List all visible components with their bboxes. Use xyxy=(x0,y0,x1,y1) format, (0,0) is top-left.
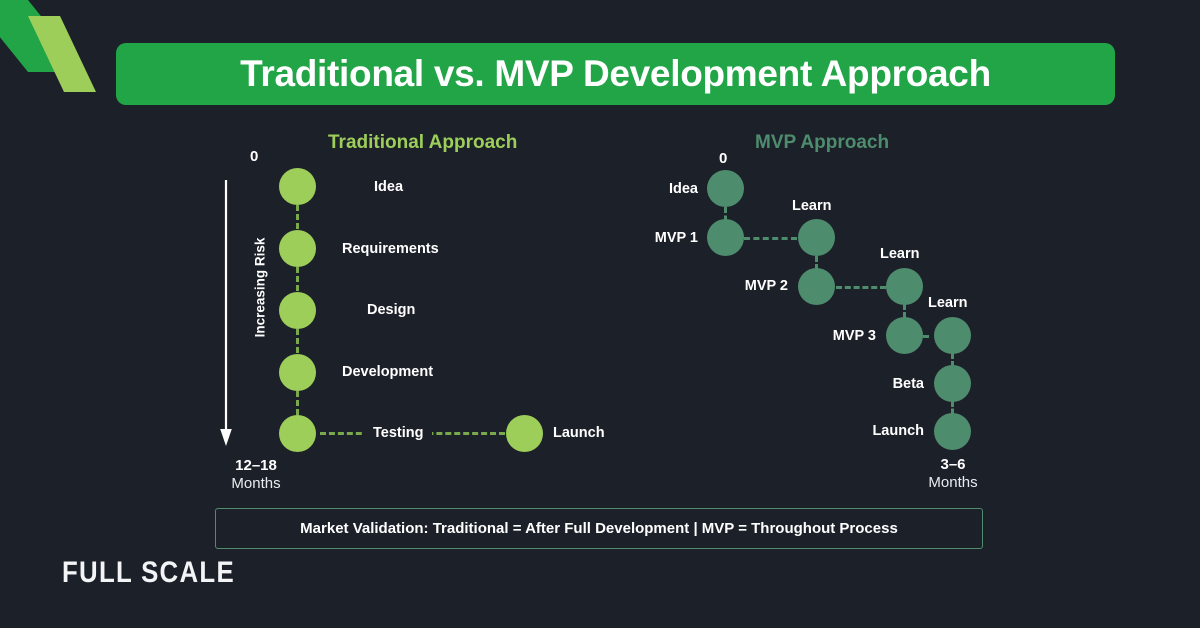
label-idea-traditional: Idea xyxy=(374,179,404,195)
connector-learn2-mvp3 xyxy=(903,304,906,326)
label-testing: Testing xyxy=(364,425,433,441)
node-mvp-1[interactable] xyxy=(707,219,744,256)
mvp-approach-heading: MVP Approach xyxy=(755,132,890,153)
connector-learn1-mvp2 xyxy=(815,256,818,278)
full-scale-chevron-logo xyxy=(0,0,96,92)
mvp-duration-unit: Months xyxy=(928,474,978,491)
node-learn-2[interactable] xyxy=(886,268,923,305)
market-validation-text: Market Validation: Traditional = After F… xyxy=(300,520,898,537)
full-scale-wordmark: FULL SCALE xyxy=(62,556,235,589)
label-requirements: Requirements xyxy=(342,241,439,257)
label-idea-mvp: Idea xyxy=(668,181,698,197)
connector-idea-requirements xyxy=(296,205,299,229)
node-idea-mvp[interactable] xyxy=(707,170,744,207)
node-launch-traditional[interactable] xyxy=(506,415,543,452)
connector-mvp2-learn2 xyxy=(836,286,886,289)
label-mvp-2: MVP 2 xyxy=(744,278,788,294)
label-development: Development xyxy=(342,364,434,380)
increasing-risk-label: Increasing Risk xyxy=(252,237,268,338)
label-learn-3: Learn xyxy=(928,295,968,311)
node-learn-1[interactable] xyxy=(798,219,835,256)
connector-design-development xyxy=(296,329,299,353)
increasing-risk-axis: Increasing Risk xyxy=(219,180,268,446)
traditional-start-marker: 0 xyxy=(250,148,259,165)
label-beta: Beta xyxy=(892,376,924,392)
traditional-duration-unit: Months xyxy=(231,475,281,492)
label-learn-1: Learn xyxy=(792,198,832,214)
connector-learn3-beta xyxy=(951,353,954,375)
node-mvp-3[interactable] xyxy=(886,317,923,354)
connector-idea-mvp1 xyxy=(724,207,727,230)
page-title: Traditional vs. MVP Development Approach xyxy=(240,53,991,94)
node-development[interactable] xyxy=(279,354,316,391)
node-testing[interactable] xyxy=(279,415,316,452)
connector-mvp1-learn1 xyxy=(744,237,797,240)
node-beta[interactable] xyxy=(934,365,971,402)
node-design[interactable] xyxy=(279,292,316,329)
label-launch-mvp: Launch xyxy=(872,423,924,439)
connector-beta-launch xyxy=(951,401,954,422)
node-mvp-2[interactable] xyxy=(798,268,835,305)
page-title-bar: Traditional vs. MVP Development Approach xyxy=(116,43,1115,105)
label-mvp-1: MVP 1 xyxy=(654,230,698,246)
label-learn-2: Learn xyxy=(880,246,920,262)
label-mvp-3: MVP 3 xyxy=(832,328,876,344)
connector-development-testing xyxy=(296,391,299,415)
node-launch-mvp[interactable] xyxy=(934,413,971,450)
mvp-duration-value: 3–6 xyxy=(940,456,966,473)
label-design: Design xyxy=(367,302,416,318)
node-requirements[interactable] xyxy=(279,230,316,267)
connector-requirements-design xyxy=(296,267,299,291)
traditional-duration-value: 12–18 xyxy=(235,457,277,474)
mvp-start-marker: 0 xyxy=(719,150,728,167)
node-learn-3[interactable] xyxy=(934,317,971,354)
down-arrow-icon xyxy=(220,180,232,446)
label-launch-traditional: Launch xyxy=(553,425,605,441)
connector-mvp3-learn3 xyxy=(923,335,941,338)
node-idea-traditional[interactable] xyxy=(279,168,316,205)
market-validation-banner: Market Validation: Traditional = After F… xyxy=(215,508,983,549)
traditional-approach-heading: Traditional Approach xyxy=(328,132,518,153)
